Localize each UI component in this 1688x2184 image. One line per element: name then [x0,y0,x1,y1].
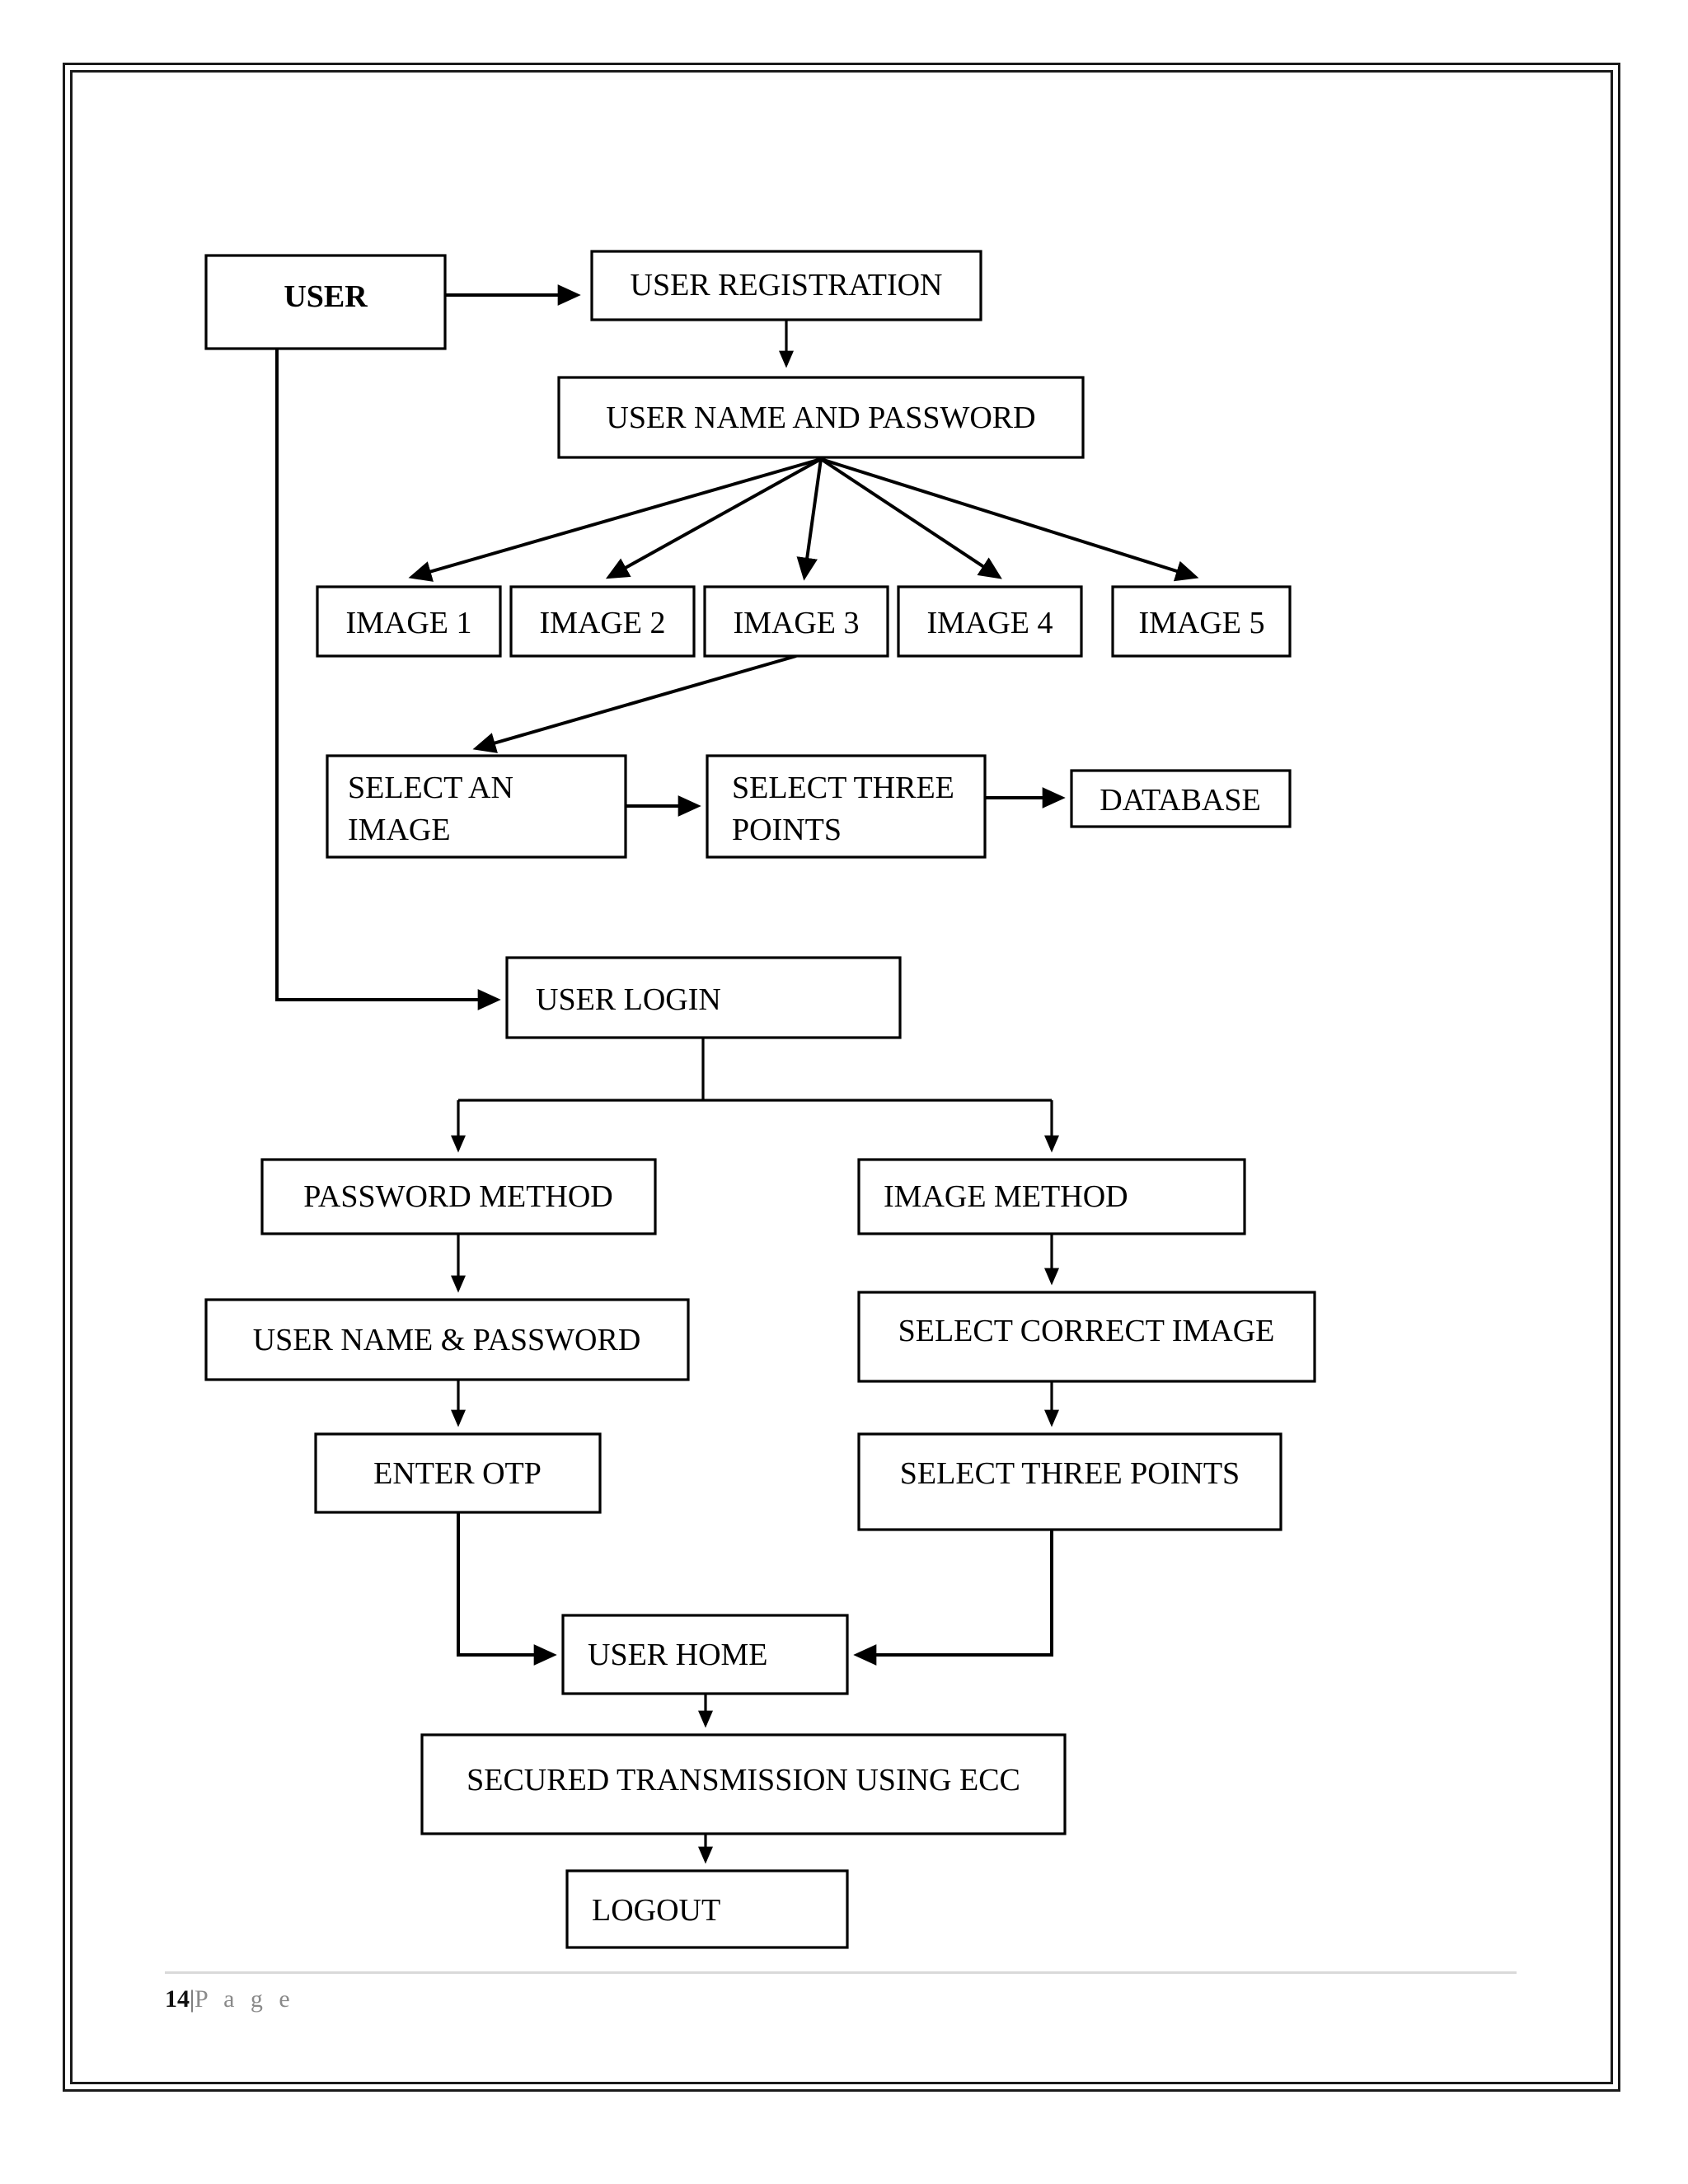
footer-page-number: 14 [165,1985,190,2013]
edge-user-to-user-login [275,349,501,1010]
edge-fan-to-image1 [408,457,822,582]
node-secured-transmission[interactable]: SECURED TRANSMISSION USING ECC [420,1733,1067,1835]
footer-text: 14|P a g e [165,1985,1517,2013]
node-select-an-image[interactable]: SELECT AN IMAGE [326,754,627,859]
node-image-2[interactable]: IMAGE 2 [509,585,696,658]
node-select-three-points-login-label: SELECT THREE POINTS [900,1456,1240,1491]
node-select-correct-image[interactable]: SELECT CORRECT IMAGE [857,1291,1316,1383]
node-image-3-label: IMAGE 3 [733,606,859,640]
node-database-label: DATABASE [1100,783,1260,818]
node-image-5-label: IMAGE 5 [1138,606,1264,640]
node-user-home[interactable]: USER HOME [561,1614,849,1695]
node-password-method-label: PASSWORD METHOD [303,1179,613,1214]
node-select-an-image-label-line2: IMAGE [348,813,451,847]
node-logout[interactable]: LOGOUT [565,1869,849,1949]
node-user-login[interactable]: USER LOGIN [505,956,902,1039]
node-secured-transmission-label: SECURED TRANSMISSION USING ECC [467,1763,1020,1797]
node-image-4[interactable]: IMAGE 4 [897,585,1083,658]
edge-fan-to-image3 [796,458,823,581]
footer-divider [165,1971,1517,1974]
node-select-three-points-registration-label-line1: SELECT THREE [732,771,954,805]
node-user-home-label: USER HOME [588,1638,768,1672]
edge-fan-to-image4 [819,457,1002,579]
node-user-registration-label: USER REGISTRATION [631,268,943,302]
node-image-method-label: IMAGE METHOD [884,1179,1128,1214]
node-database[interactable]: DATABASE [1070,769,1292,828]
node-select-three-points-registration-label-line2: POINTS [732,813,842,847]
node-user[interactable]: USER [204,254,447,350]
footer-separator: | [190,1985,195,2013]
node-image-5[interactable]: IMAGE 5 [1111,585,1292,658]
node-select-an-image-label-line1: SELECT AN [348,771,513,805]
node-enter-otp-label: ENTER OTP [373,1456,542,1491]
node-user-login-label: USER LOGIN [536,982,721,1017]
node-user-name-and-password[interactable]: USER NAME AND PASSWORD [557,376,1085,459]
node-image-method[interactable]: IMAGE METHOD [857,1158,1246,1235]
node-user-label: USER [284,279,368,314]
node-select-three-points-login[interactable]: SELECT THREE POINTS [857,1432,1282,1531]
node-password-method[interactable]: PASSWORD METHOD [260,1158,657,1235]
node-user-name-password-login-label: USER NAME & PASSWORD [253,1323,641,1357]
node-select-correct-image-label: SELECT CORRECT IMAGE [898,1314,1275,1348]
edge-image3-to-select-an-image [472,654,797,753]
node-logout-label: LOGOUT [592,1893,720,1928]
edge-fan-to-image5 [820,457,1199,582]
node-enter-otp[interactable]: ENTER OTP [314,1432,602,1514]
edge-enter-otp-to-user-home [457,1512,557,1666]
edge-fan-to-image2 [605,457,822,579]
node-image-3[interactable]: IMAGE 3 [703,585,889,658]
node-image-1-label: IMAGE 1 [345,606,471,640]
footer-page-word: P a g e [195,1985,295,2013]
node-user-name-password-login[interactable]: USER NAME & PASSWORD [204,1298,690,1381]
node-select-three-points-registration[interactable]: SELECT THREE POINTS [706,754,987,859]
node-image-4-label: IMAGE 4 [926,606,1053,640]
node-user-name-and-password-label: USER NAME AND PASSWORD [606,401,1035,435]
page-footer: 14|P a g e [165,1971,1517,2013]
edge-three-points-to-user-home [853,1530,1053,1666]
node-user-registration[interactable]: USER REGISTRATION [590,250,982,321]
node-image-2-label: IMAGE 2 [539,606,665,640]
node-image-1[interactable]: IMAGE 1 [316,585,502,658]
